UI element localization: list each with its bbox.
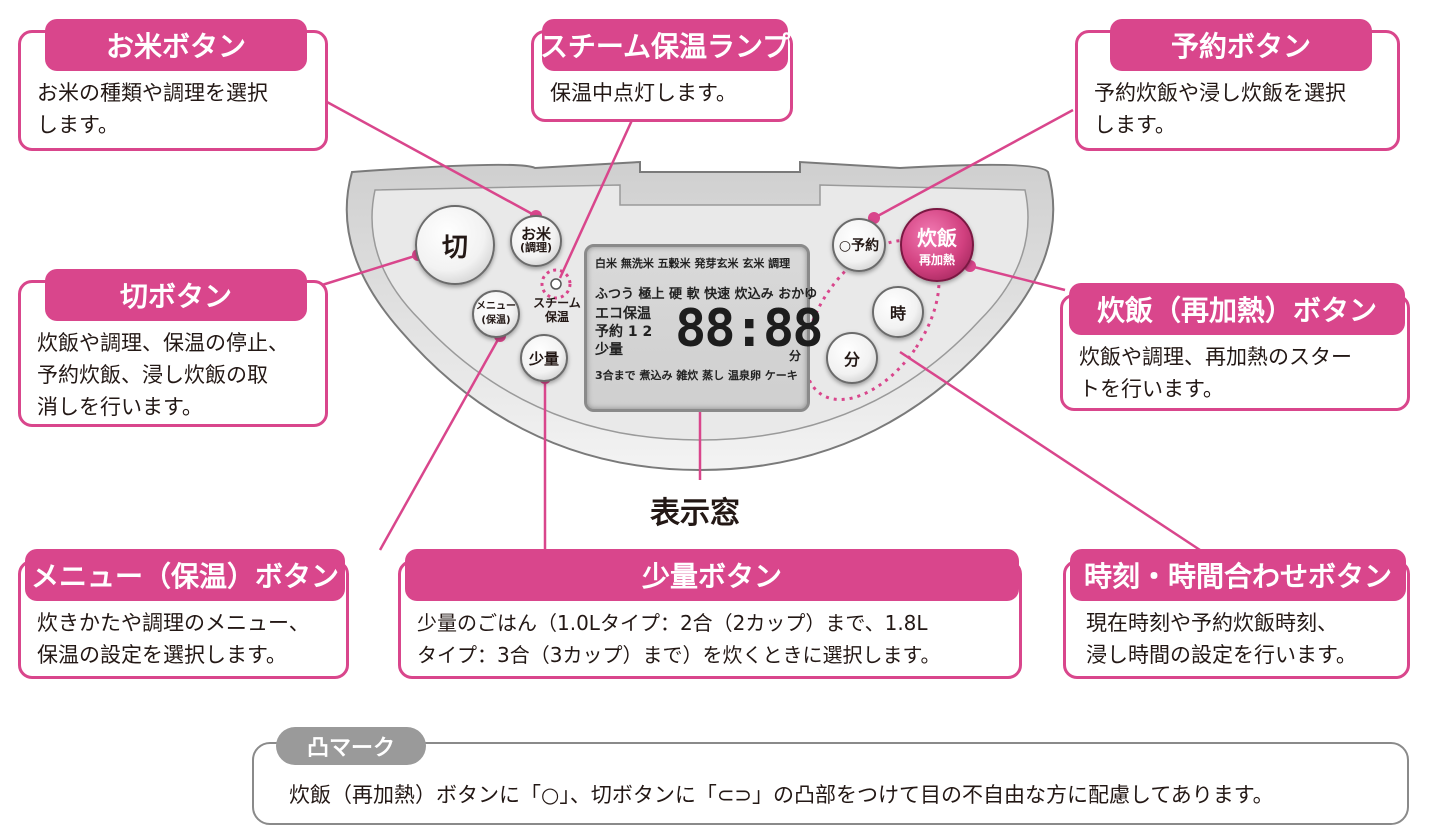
timer-button[interactable]: ○予約 bbox=[832, 218, 886, 272]
rice-button-label: お米 bbox=[520, 225, 551, 243]
steam-lamp-outline bbox=[540, 268, 572, 300]
cook-button-label: 炊飯 bbox=[917, 226, 957, 250]
callout-rice-button: お米ボタン お米の種類や調理を選択 します。 bbox=[18, 19, 328, 151]
callout-off-title: 切ボタン bbox=[45, 269, 307, 321]
menu-button-label: メニュー bbox=[476, 301, 516, 312]
rice-button-sublabel: (調理) bbox=[519, 241, 553, 254]
callout-timer-title: 予約ボタン bbox=[1110, 19, 1372, 71]
off-button-label: 切 bbox=[441, 232, 468, 263]
callout-clock-title: 時刻・時間合わせボタン bbox=[1070, 549, 1406, 601]
callout-off-text: 炊飯や調理、保温の停止、 予約炊飯、浸し炊飯の取 消しを行います。 bbox=[37, 331, 289, 419]
callout-small-text: 少量のごはん（1.0Lタイプ：2合（2カップ）まで、1.8L タイプ：3合（3カ… bbox=[417, 611, 941, 667]
cook-button[interactable]: 炊飯 再加熱 bbox=[900, 208, 974, 282]
callout-timer-text: 予約炊飯や浸し炊飯を選択 します。 bbox=[1094, 81, 1346, 137]
tactile-mark-note bbox=[252, 742, 1409, 825]
steam-lamp bbox=[550, 278, 562, 290]
lcd-cook-modes: ふつう 極上 硬 軟 快速 炊込み おかゆ bbox=[595, 287, 818, 302]
cook-button-sublabel: 再加熱 bbox=[918, 253, 955, 267]
lcd-rice-types: 白米 無洗米 五穀米 発芽玄米 玄米 調理 bbox=[595, 257, 791, 270]
lcd-digits: 88:88 bbox=[675, 299, 824, 359]
callout-small-button: 少量ボタン 少量のごはん（1.0Lタイプ：2合（2カップ）まで、1.8L タイプ… bbox=[398, 549, 1022, 679]
steam-label: スチーム 保温 bbox=[532, 296, 582, 324]
minute-button[interactable]: 分 bbox=[826, 332, 878, 384]
timer-button-label: ○予約 bbox=[838, 238, 880, 254]
off-button[interactable]: 切 bbox=[415, 205, 495, 285]
display-window: 白米 無洗米 五穀米 発芽玄米 玄米 調理 ふつう 極上 硬 軟 快速 炊込み … bbox=[584, 244, 824, 412]
steam-label-line2: 保温 bbox=[544, 310, 569, 324]
callout-steam-text: 保温中点灯します。 bbox=[550, 81, 737, 105]
lcd-small: 少量 bbox=[595, 342, 623, 358]
callout-rice-text: お米の種類や調理を選択 します。 bbox=[37, 81, 268, 137]
hour-minute-group-outline bbox=[803, 238, 941, 402]
small-quantity-button-label: 少量 bbox=[528, 349, 559, 368]
callout-small-title: 少量ボタン bbox=[405, 549, 1019, 601]
hour-button[interactable]: 時 bbox=[872, 286, 924, 338]
callout-menu-title: メニュー（保温）ボタン bbox=[25, 549, 345, 601]
display-window-label: 表示窓 bbox=[650, 496, 740, 531]
lcd-menu-modes: 3合まで 煮込み 雑炊 蒸し 温泉卵 ケーキ bbox=[595, 369, 798, 382]
callout-off-button: 切ボタン 炊飯や調理、保温の停止、 予約炊飯、浸し炊飯の取 消しを行います。 bbox=[18, 269, 328, 427]
callout-cook-text: 炊飯や調理、再加熱のスター トを行います。 bbox=[1079, 345, 1352, 401]
callout-clock-button: 時刻・時間合わせボタン 現在時刻や予約炊飯時刻、 浸し時間の設定を行います。 bbox=[1063, 549, 1410, 679]
steam-label-line1: スチーム bbox=[533, 296, 581, 310]
minute-button-label: 分 bbox=[843, 350, 860, 369]
callout-steam-lamp: スチーム保温ランプ 保温中点灯します。 bbox=[531, 19, 793, 122]
callout-clock-text: 現在時刻や予約炊飯時刻、 浸し時間の設定を行います。 bbox=[1086, 611, 1357, 667]
callout-menu-button: メニュー（保温）ボタン 炊きかたや調理のメニュー、 保温の設定を選択します。 bbox=[18, 549, 349, 679]
callout-menu-text: 炊きかたや調理のメニュー、 保温の設定を選択します。 bbox=[37, 611, 310, 667]
tactile-mark-text: 炊飯（再加熱）ボタンに「○」、切ボタンに「⊂⊃」の凸部をつけて目の不自由な方に配… bbox=[289, 783, 1274, 807]
menu-button-sublabel: (保温) bbox=[481, 315, 511, 326]
small-quantity-button[interactable]: 少量 bbox=[520, 334, 568, 382]
menu-button[interactable]: メニュー (保温) bbox=[472, 290, 520, 338]
callout-cook-title: 炊飯（再加熱）ボタン bbox=[1069, 283, 1405, 335]
callout-timer-button: 予約ボタン 予約炊飯や浸し炊飯を選択 します。 bbox=[1075, 19, 1400, 151]
lcd-eco: エコ保温 bbox=[595, 306, 651, 322]
callout-cook-button: 炊飯（再加熱）ボタン 炊飯や調理、再加熱のスター トを行います。 bbox=[1060, 283, 1410, 411]
rice-button[interactable]: お米 (調理) bbox=[510, 215, 562, 267]
hour-button-label: 時 bbox=[889, 304, 906, 323]
lcd-timer: 予約 1 2 bbox=[595, 324, 653, 340]
callout-rice-title: お米ボタン bbox=[45, 19, 307, 71]
lcd-minute-unit: 分 bbox=[789, 349, 802, 363]
callout-steam-title: スチーム保温ランプ bbox=[540, 19, 790, 71]
tactile-mark-tab: 凸マーク bbox=[276, 727, 426, 765]
